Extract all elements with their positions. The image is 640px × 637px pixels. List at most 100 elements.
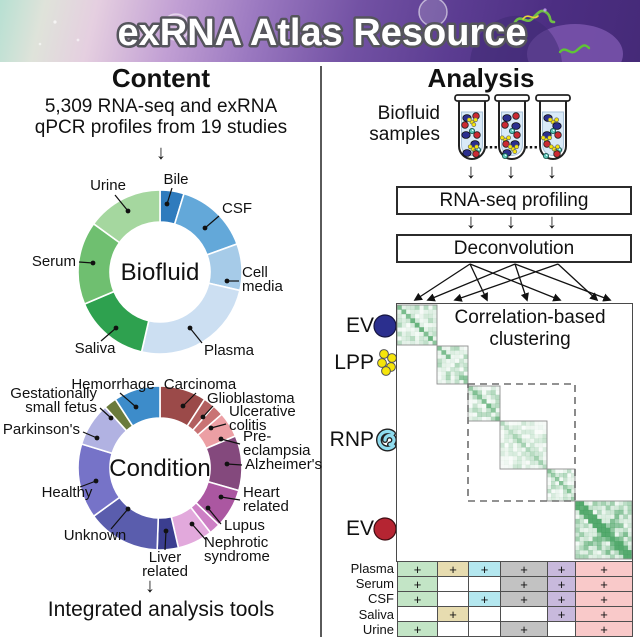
callout-dot: [224, 278, 230, 284]
rect-decor: [567, 477, 572, 482]
rect-decor: [397, 318, 402, 324]
rect-decor: [534, 451, 539, 457]
ev-particle-icon: [473, 131, 481, 139]
ev-particle-icon: [472, 150, 480, 158]
rect-decor: [538, 438, 544, 444]
rect-decor: [571, 469, 576, 474]
rect-decor: [542, 455, 548, 461]
rect-decor: [605, 518, 611, 524]
rect-decor: [614, 536, 620, 542]
rect-decor: [410, 318, 416, 324]
rect-decor: [423, 336, 429, 341]
table-cell-plasma-c2: +: [437, 561, 469, 577]
rect-decor: [405, 336, 411, 341]
callout-line: [164, 530, 167, 551]
rect-decor: [529, 464, 535, 470]
rect-decor: [588, 532, 593, 537]
biofluid-label-urine: Urine: [90, 177, 126, 194]
rect-decor: [588, 523, 593, 529]
rect-decor: [547, 469, 552, 474]
rect-decor: [495, 394, 501, 400]
rect-decor: [521, 434, 526, 439]
table-row-label-csf: CSF: [368, 591, 394, 607]
table-row-label-plasma: Plasma: [350, 561, 394, 576]
rect-decor: [423, 327, 429, 332]
rect-decor: [481, 412, 487, 417]
biofluid-samples-line1: Biofluid: [377, 103, 440, 124]
rect-decor: [517, 460, 522, 465]
lpp-particle-icon: [506, 135, 511, 141]
rect-decor: [575, 550, 580, 555]
rect-decor: [517, 421, 522, 426]
rect-decor: [575, 541, 580, 546]
rect-decor: [468, 386, 473, 391]
rect-decor: [618, 527, 624, 533]
rect-decor: [423, 331, 429, 337]
tspan-decor: Parkinson's: [3, 421, 80, 438]
rect-decor: [563, 473, 568, 478]
rect-decor: [583, 518, 589, 524]
rect-decor: [517, 429, 522, 435]
rect-decor: [575, 501, 580, 506]
rect-decor: [500, 447, 505, 452]
rect-decor: [596, 509, 602, 515]
deconvolution-box: Deconvolution: [396, 234, 632, 263]
rect-decor: [525, 447, 531, 452]
rect-decor: [614, 541, 620, 546]
rect-decor: [441, 375, 447, 381]
rect-decor: [579, 554, 585, 560]
rect-decor: [547, 497, 552, 502]
rect-decor: [508, 442, 514, 448]
rect-decor: [551, 493, 556, 498]
rect-decor: [419, 313, 424, 319]
rect-decor: [529, 460, 535, 465]
rect-decor: [551, 477, 556, 482]
rect-decor: [559, 489, 564, 494]
rect-decor: [401, 327, 407, 332]
rect-decor: [450, 371, 456, 376]
rect-decor: [454, 367, 460, 372]
rect-decor: [500, 425, 505, 431]
rect-decor: [605, 550, 611, 555]
callout-line: [114, 194, 129, 212]
lpp-yellow-cluster-icon: [381, 366, 391, 376]
rect-decor: [567, 485, 572, 490]
rect-decor: [555, 493, 560, 498]
rect-decor: [601, 532, 606, 537]
rect-decor: [623, 527, 628, 533]
rect-decor: [450, 350, 456, 355]
rect-decor: [542, 451, 548, 457]
rect-decor: [596, 527, 602, 533]
rect-decor: [605, 545, 611, 551]
circle-decor: [552, 129, 555, 132]
rect-decor: [419, 322, 424, 328]
rect-decor: [601, 518, 606, 524]
tspan-decor: Bile: [163, 171, 188, 188]
rect-decor: [601, 509, 606, 515]
rect-decor: [459, 346, 464, 351]
rect-decor: [610, 536, 615, 542]
content-footer: Integrated analysis tools: [47, 598, 275, 621]
rect-decor: [419, 331, 424, 337]
rect-decor: [538, 434, 544, 439]
rect-decor: [428, 305, 433, 310]
rect-decor: [410, 305, 416, 310]
rect-decor: [529, 451, 535, 457]
deconvolution-fan-arrow: [514, 263, 612, 302]
tspan-decor: Pre-: [243, 428, 271, 445]
rect-decor: [579, 550, 585, 555]
analysis-section-title: Analysis: [427, 63, 535, 93]
rect-decor: [618, 545, 624, 551]
rect-decor: [579, 509, 585, 515]
rect-decor: [490, 399, 496, 404]
rect-decor: [618, 514, 624, 520]
rect-decor: [468, 407, 473, 413]
rect-decor: [623, 541, 628, 546]
rect-decor: [477, 386, 483, 391]
lpp-particle-icon: [548, 144, 554, 150]
heatmap-cluster-block-4: [499, 420, 548, 470]
rect-decor: [517, 464, 522, 470]
rnp-particle-icon: [468, 127, 476, 135]
rect-decor: [534, 421, 539, 426]
rect-decor: [605, 527, 611, 533]
